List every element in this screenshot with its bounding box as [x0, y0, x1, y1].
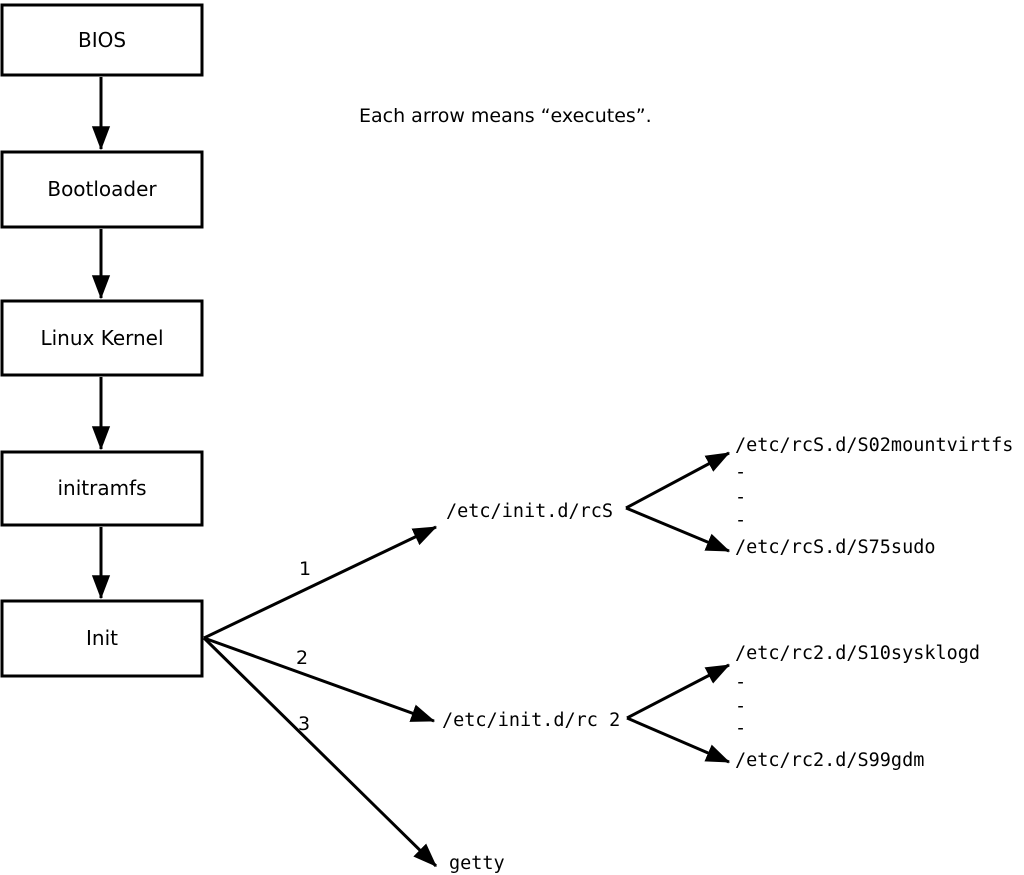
arrow-init-to-rc2 — [203, 636, 436, 723]
branch-number-2: 2 — [296, 647, 308, 669]
node-bootloader-label: Bootloader — [47, 177, 157, 201]
node-bios-label: BIOS — [78, 28, 126, 52]
node-linux-kernel-box — [0, 299, 204, 377]
label-rc2-ellipsis-dash: - — [735, 718, 746, 739]
node-bootloader-box — [0, 150, 204, 229]
node-linux-kernel: Linux Kernel — [0, 299, 204, 377]
note-arrow-meaning: Each arrow means “executes”. — [359, 105, 652, 127]
branch-number-3: 3 — [298, 713, 310, 735]
node-init: Init — [0, 599, 204, 678]
label-rc2-last-script: /etc/rc2.d/S99gdm — [735, 750, 924, 771]
node-initramfs-label: initramfs — [57, 476, 146, 500]
node-init-label: Init — [86, 626, 118, 650]
label-rc2-ellipsis-dash: - — [735, 696, 746, 717]
label-rcS-first-script: /etc/rcS.d/S02mountvirtfs — [735, 435, 1013, 456]
arrow-init-to-getty — [202, 636, 438, 868]
label-rcS-ellipsis-dash: - — [735, 462, 746, 483]
label-rcS-ellipsis-dash: - — [735, 510, 746, 531]
label-rc2-ellipsis-dash: - — [735, 672, 746, 693]
node-init-box — [0, 599, 204, 678]
label-rcS-last-script: /etc/rcS.d/S75sudo — [735, 537, 935, 558]
label-getty: getty — [449, 853, 505, 874]
node-initramfs: initramfs — [0, 450, 204, 527]
arrow-init-to-rcS — [203, 525, 438, 640]
branch-number-1: 1 — [299, 558, 311, 580]
node-bios-box — [0, 3, 204, 77]
arrow-rcS-to-last-script — [625, 506, 731, 553]
label-etc-init-d-rcS: /etc/init.d/rcS — [446, 501, 613, 522]
label-rcS-ellipsis-dash: - — [735, 487, 746, 508]
label-rc2-first-script: /etc/rc2.d/S10sysklogd — [735, 643, 980, 664]
node-linux-kernel-label: Linux Kernel — [40, 326, 163, 350]
arrow-rc2-to-last-script — [626, 716, 731, 764]
node-bootloader: Bootloader — [0, 150, 204, 229]
arrow-rc2-to-first-script — [626, 663, 731, 720]
node-bios: BIOS — [0, 3, 204, 77]
label-etc-init-d-rc2: /etc/init.d/rc 2 — [442, 710, 620, 731]
arrow-rcS-to-first-script — [625, 451, 731, 510]
node-initramfs-box — [0, 450, 204, 527]
